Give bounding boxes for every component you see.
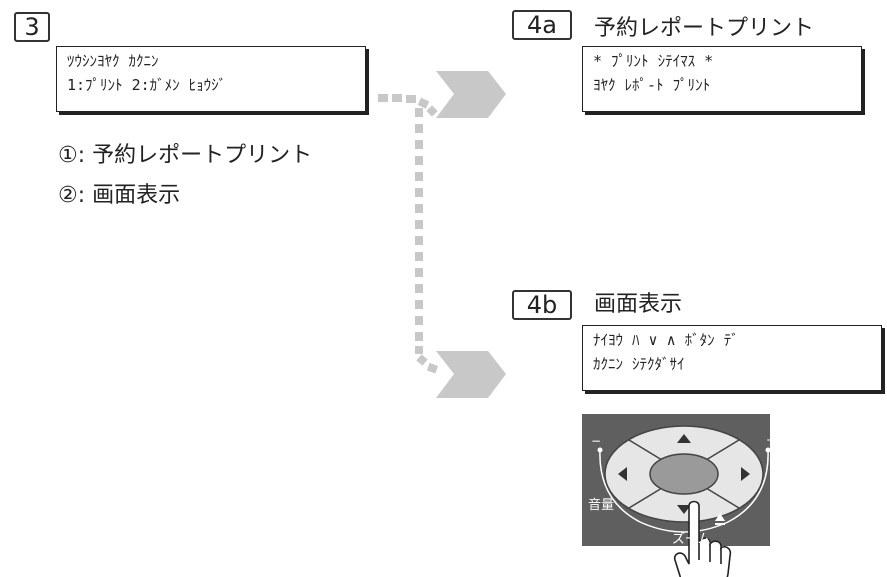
up-arrow-icon (677, 434, 691, 443)
step-4a-tag: 4a (512, 10, 572, 40)
left-arrow-icon (618, 467, 627, 481)
step-4a-lcd-line-2: ﾖﾔｸ ﾚﾎﾟ-ﾄ ﾌﾟﾘﾝﾄ (593, 76, 711, 94)
volume-label: 音量 (588, 498, 615, 513)
pointing-hand-icon (673, 500, 732, 577)
step-3-option-print: ①: 予約レポートプリント (58, 143, 313, 168)
step-4a-lcd-line-1: * ﾌﾟﾘﾝﾄ ｼﾃｲﾏｽ * (593, 52, 714, 70)
step-3-lcd-line-1: ﾂｳｼﾝﾖﾔｸ ｶｸﾆﾝ (67, 52, 159, 70)
remote-plus-label: + (766, 433, 777, 447)
zoom-up-icon (715, 513, 725, 521)
remote-minus-label: − (591, 434, 602, 448)
step-4b-lcd-line-1: ﾅｲﾖｳ ﾊ ∨ ∧ ﾎﾞﾀﾝ ﾃﾞ (593, 331, 739, 349)
step-4b-lcd-line-2: ｶｸﾆﾝ ｼﾃｸﾀﾞｻｲ (593, 355, 685, 373)
zoom-label: ズーム (672, 532, 711, 547)
step-3-option-display: ②: 画面表示 (58, 183, 181, 208)
step-4b-tag: 4b (512, 290, 572, 320)
right-arrow-icon (741, 467, 750, 481)
step-3-lcd-line-2: 1:ﾌﾟﾘﾝﾄ 2:ｶﾞﾒﾝ ﾋｮｳｼﾞ (67, 76, 227, 94)
down-arrow-icon (677, 505, 691, 514)
step-4a-title: 予約レポートプリント (594, 16, 815, 41)
step-4b-lcd: ﾅｲﾖｳ ﾊ ∨ ∧ ﾎﾞﾀﾝ ﾃﾞ ｶｸﾆﾝ ｼﾃｸﾀﾞｻｲ (582, 325, 882, 391)
step-4a-lcd: * ﾌﾟﾘﾝﾄ ｼﾃｲﾏｽ * ﾖﾔｸ ﾚﾎﾟ-ﾄ ﾌﾟﾘﾝﾄ (582, 46, 862, 112)
remote-control: − + 音量 ズーム (582, 414, 776, 577)
step-3-tag: 3 (14, 12, 50, 42)
dpad-center-button (649, 453, 719, 495)
step-3-lcd: ﾂｳｼﾝﾖﾔｸ ｶｸﾆﾝ 1:ﾌﾟﾘﾝﾄ 2:ｶﾞﾒﾝ ﾋｮｳｼﾞ (56, 46, 366, 112)
step-4b-title: 画面表示 (594, 292, 683, 317)
